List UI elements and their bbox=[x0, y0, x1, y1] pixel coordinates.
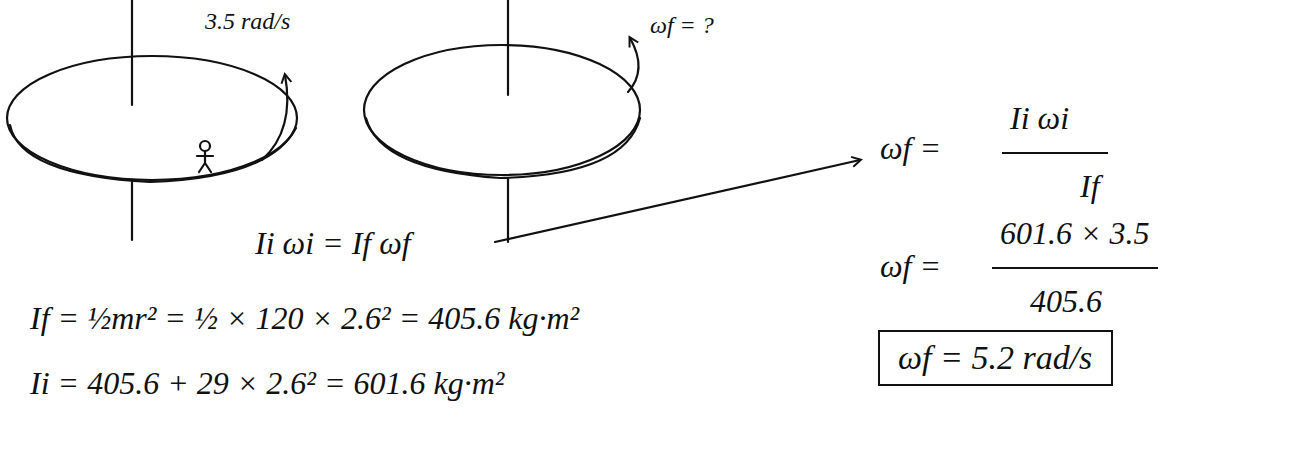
equation-text: 405.6 bbox=[1030, 283, 1102, 320]
answer-box: ωf = 5.2 rad/s bbox=[878, 330, 1113, 386]
equation-text: ωf = bbox=[880, 130, 941, 167]
equation-text: 601.6 × 3.5 bbox=[1000, 215, 1150, 252]
equation-text: ωf = bbox=[880, 248, 941, 285]
fraction-bar bbox=[992, 267, 1158, 269]
answer-text: ωf = 5.2 rad/s bbox=[898, 338, 1111, 377]
equation-text: Ii = 405.6 + 29 × 2.6² = 601.6 kg·m² bbox=[30, 365, 504, 402]
equation-text: If bbox=[1080, 168, 1100, 205]
equation-text: ωf = ? bbox=[650, 12, 714, 40]
fraction-bar bbox=[1002, 152, 1108, 154]
equation-text: Ii ωi bbox=[1010, 100, 1069, 137]
equation-text: If = ½mr² = ½ × 120 × 2.6² = 405.6 kg·m² bbox=[30, 300, 579, 337]
equation-text: 3.5 rad/s bbox=[205, 8, 290, 36]
equation-text: Ii ωi = If ωf bbox=[255, 225, 411, 262]
